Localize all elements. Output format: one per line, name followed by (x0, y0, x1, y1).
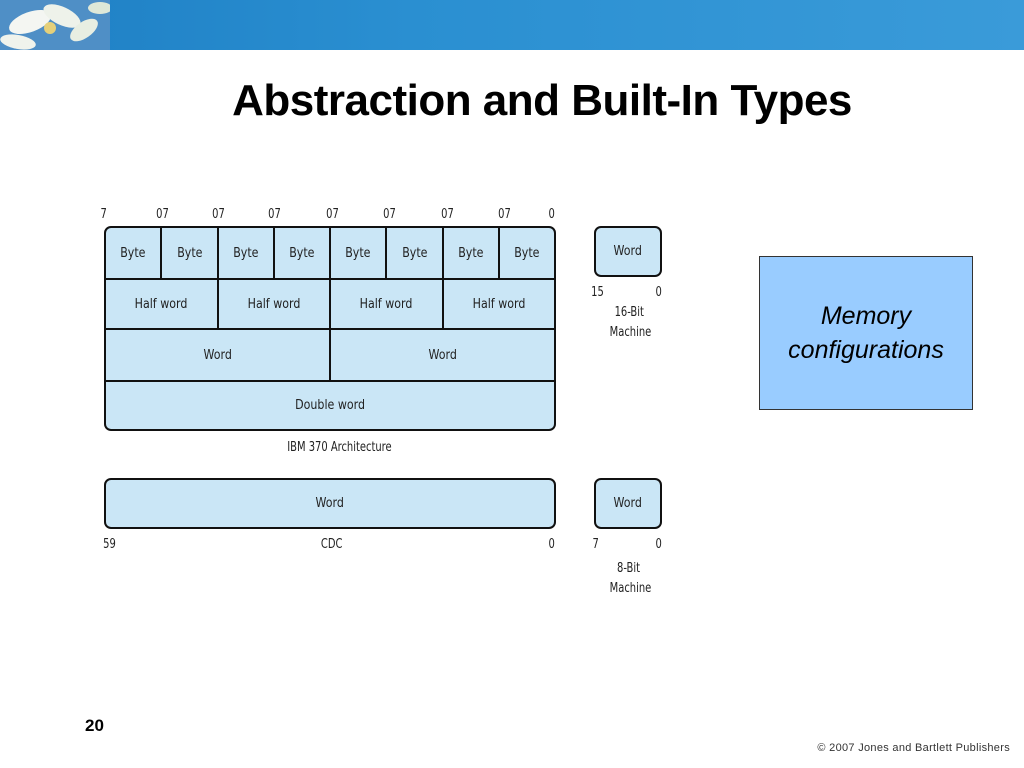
byte-cell: Byte (329, 228, 385, 278)
half-word-cell: Half word (441, 280, 555, 328)
half-word-cell: Half word (329, 280, 442, 328)
byte-cell: Byte (160, 228, 216, 278)
machine8-word-box: Word (594, 478, 662, 529)
bit-label: 07 (441, 207, 454, 222)
machine16-row: Word (596, 228, 660, 275)
byte-cell: Byte (272, 228, 329, 278)
double-word-cell: Double word (295, 398, 365, 413)
machine16-caption: Machine (609, 325, 652, 340)
bit-label: 07 (156, 207, 169, 222)
ibm370-memory-box: Byte Byte Byte Byte Byte Byte Byte Byte … (104, 226, 556, 431)
byte-cell: Byte (441, 228, 498, 278)
bit-label: 59 (103, 537, 116, 552)
bit-label: 07 (383, 207, 396, 222)
bit-label: 07 (212, 207, 225, 222)
double-word-row: Double word (106, 382, 554, 429)
machine16-caption: 16-Bit (614, 305, 644, 320)
byte-cell: Byte (385, 228, 441, 278)
word-cell: Word (329, 330, 554, 380)
byte-cell: Byte (120, 245, 146, 261)
half-word-cell: Half word (216, 280, 330, 328)
word-row: Word Word (106, 330, 554, 382)
cdc-caption: CDC (320, 537, 343, 552)
byte-row: Byte Byte Byte Byte Byte Byte Byte Byte (106, 228, 554, 280)
machine8-row: Word (596, 480, 660, 527)
word-cell: Word (613, 244, 643, 259)
word-cell: Word (315, 496, 345, 511)
byte-cell: Byte (497, 228, 554, 278)
bit-label: 7 (592, 537, 599, 552)
bit-label: 07 (268, 207, 281, 222)
word-cell: Word (203, 347, 232, 363)
header-banner (0, 0, 1024, 50)
bit-label: 0 (548, 207, 555, 222)
callout-line: Memory (820, 302, 912, 330)
word-cell: Word (613, 496, 643, 511)
callout-line: configurations (788, 336, 944, 364)
slide-title: Abstraction and Built-In Types (232, 76, 852, 125)
cdc-word-box: Word (104, 478, 556, 529)
flower-icon (0, 0, 110, 50)
byte-cell: Byte (216, 228, 273, 278)
machine8-caption: Machine (609, 581, 652, 596)
half-word-row: Half word Half word Half word Half word (106, 280, 554, 330)
bit-label: 07 (326, 207, 339, 222)
bit-label: 0 (655, 537, 662, 552)
bit-label: 7 (100, 207, 107, 222)
cdc-row: Word (106, 480, 554, 527)
bit-label: 07 (498, 207, 511, 222)
page-number: 20 (85, 716, 104, 735)
half-word-cell: Half word (134, 296, 188, 312)
machine8-caption: 8-Bit (617, 561, 641, 576)
bit-label: 15 (591, 285, 604, 300)
memory-configurations-callout: Memory configurations (759, 256, 973, 410)
ibm370-caption: IBM 370 Architecture (287, 440, 392, 455)
machine16-word-box: Word (594, 226, 662, 277)
flower-photo (0, 0, 110, 50)
copyright-notice: © 2007 Jones and Bartlett Publishers (817, 742, 1010, 754)
bit-label: 0 (548, 537, 555, 552)
bit-label: 0 (655, 285, 662, 300)
